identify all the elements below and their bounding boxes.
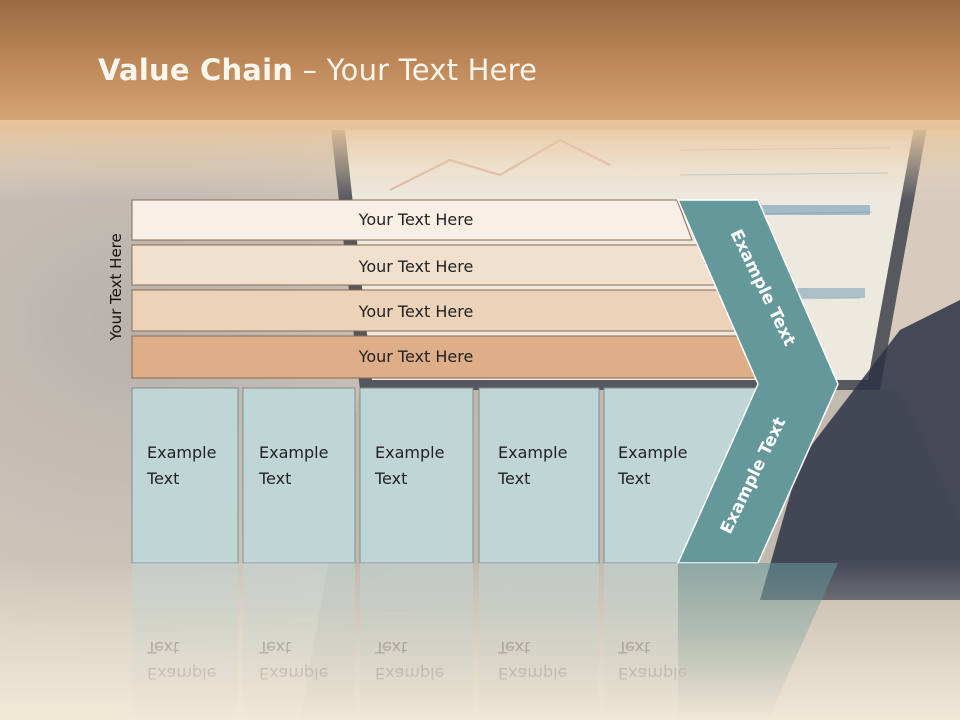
- slide-title: Value Chain – Your Text Here: [98, 53, 538, 87]
- primary-box-4-label: Example: [498, 443, 567, 462]
- primary-box-4-label-2: Text: [497, 469, 530, 488]
- support-bar-1-label: Your Text Here: [358, 210, 474, 229]
- reflection-box-3-label-2: Text: [374, 638, 407, 657]
- reflection-box-4-label: Example: [498, 664, 567, 683]
- primary-box-2-label: Example: [259, 443, 328, 462]
- reflection-box-1-label: Example: [147, 664, 216, 683]
- primary-boxes: Example Text Example Text Example Text E…: [131, 387, 761, 564]
- reflection: Example Text Example Text Example Text E…: [132, 563, 838, 720]
- margin-chevron: Example Text Example Text: [676, 199, 839, 564]
- support-bar-2-label: Your Text Here: [358, 257, 474, 276]
- primary-box-3: [359, 387, 474, 564]
- support-bar-3-label: Your Text Here: [358, 302, 474, 321]
- reflection-box-2-label: Example: [259, 664, 328, 683]
- primary-box-3-label: Example: [375, 443, 444, 462]
- reflection-box-5-label-2: Text: [617, 638, 650, 657]
- reflection-box-3-label: Example: [375, 664, 444, 683]
- support-bars: Your Text Here Your Text Here Your Text …: [131, 199, 763, 379]
- primary-box-2-label-2: Text: [258, 469, 291, 488]
- primary-box-5-label-2: Text: [617, 469, 650, 488]
- reflection-box-5-label: Example: [618, 664, 687, 683]
- support-bar-4-label: Your Text Here: [358, 347, 474, 366]
- reflection-box-4-label-2: Text: [497, 638, 530, 657]
- primary-box-2: [242, 387, 356, 564]
- reflection-box-2-label-2: Text: [258, 638, 291, 657]
- reflection-box-1-label-2: Text: [146, 638, 179, 657]
- primary-box-4: [478, 387, 600, 564]
- primary-box-1-label: Example: [147, 443, 216, 462]
- support-bar-1: [131, 199, 693, 241]
- primary-box-1-label-2: Text: [146, 469, 179, 488]
- primary-box-5-label: Example: [618, 443, 687, 462]
- primary-box-3-label-2: Text: [374, 469, 407, 488]
